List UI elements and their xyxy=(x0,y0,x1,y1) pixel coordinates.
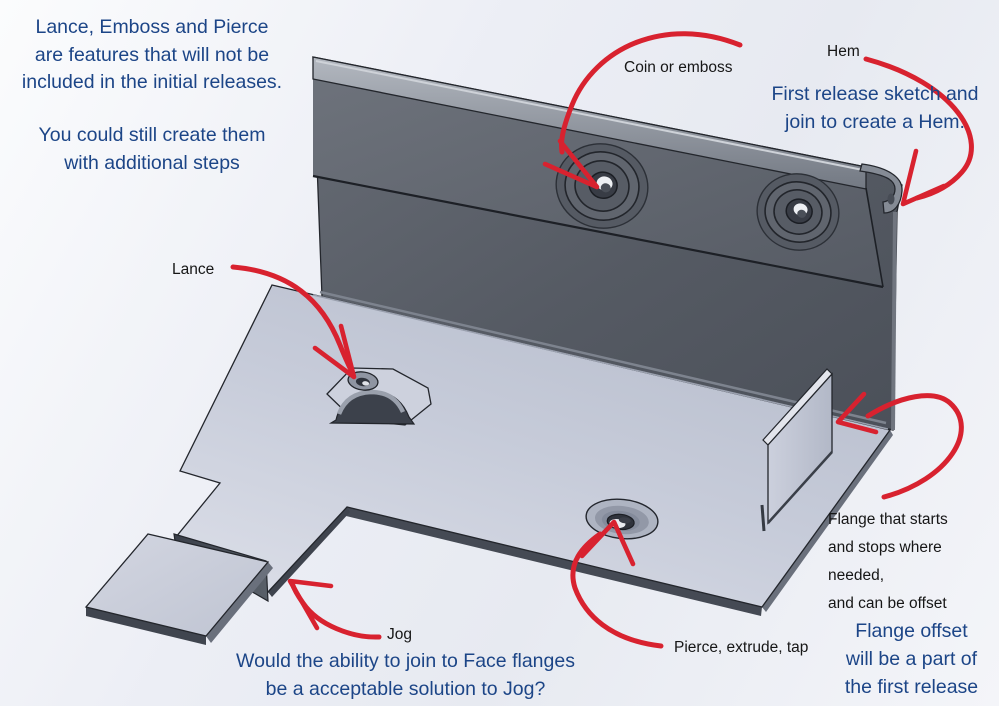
hem-arrow xyxy=(863,56,974,207)
base-right-thickness xyxy=(762,430,893,612)
flange-detail-line: needed, xyxy=(828,567,885,584)
intro-note-paragraph-2: You could still create them with additio… xyxy=(2,122,302,177)
flange-foot-slit xyxy=(760,504,766,532)
hem-label: Hem xyxy=(827,43,860,60)
pierce-arrow xyxy=(570,519,664,649)
jog-feature xyxy=(84,533,273,645)
base-front-thickness xyxy=(346,507,762,616)
annotation-arrows xyxy=(230,31,974,649)
pierce-label: Pierce, extrude, tap xyxy=(674,639,809,656)
wall-right-edge xyxy=(891,212,897,430)
intro-line: Lance, Emboss and Pierce xyxy=(35,16,269,38)
coin-arrow xyxy=(542,31,743,190)
lance-arrow xyxy=(230,264,357,380)
base-wall-junction xyxy=(312,294,889,430)
jog-question-line: be a acceptable solution to Jog? xyxy=(265,677,546,700)
jog-question-line: Would the ability to join to Face flange… xyxy=(236,650,575,672)
hem-release-line: First release sketch and xyxy=(771,83,979,105)
jog-arrow xyxy=(287,578,382,640)
base-notch-thickness xyxy=(268,507,350,597)
jog-question-note: Would the ability to join to Face flange… xyxy=(138,648,673,703)
pierce-hole xyxy=(585,498,659,540)
back-wall xyxy=(312,56,903,431)
intro-note-paragraph-1: Lance, Emboss and Pierce are features th… xyxy=(2,14,302,97)
wall-base-bend-highlight xyxy=(319,290,887,425)
flange-detail-line: and stops where xyxy=(828,539,942,556)
jog-tab-thickness-right xyxy=(206,562,273,643)
jog-tab-thickness-left xyxy=(86,607,206,645)
flange-arrow xyxy=(835,391,964,500)
flange-release-note: Flange offset will be a part of the firs… xyxy=(824,617,999,701)
flange-release-line: the first release xyxy=(844,676,979,698)
intro-line: You could still create them xyxy=(38,124,266,146)
lance-feature xyxy=(326,367,432,426)
flange-detail-note: Flange that starts and stops where neede… xyxy=(828,506,998,618)
flange-release-line: Flange offset xyxy=(855,620,968,642)
coin-emboss-label: Coin or emboss xyxy=(624,59,733,76)
intro-line: included in the initial releases. xyxy=(21,71,283,93)
flange-base-line xyxy=(767,451,833,524)
partial-flange xyxy=(762,368,833,525)
lance-bridge-highlight xyxy=(336,389,406,415)
coin-emboss-boss-2 xyxy=(756,173,840,251)
hem-flap-right-edge xyxy=(865,187,884,288)
flange-detail-line: Flange that starts xyxy=(828,511,948,528)
hem-curl-gap xyxy=(887,193,895,205)
flange-release-line: will be a part of xyxy=(845,648,978,670)
hem-release-note: First release sketch and join to create … xyxy=(750,81,999,136)
intro-line: are features that will not be xyxy=(34,43,270,66)
jog-label: Jog xyxy=(387,626,412,643)
lance-label: Lance xyxy=(172,261,215,278)
hem-flap-bottom-edge xyxy=(312,174,884,289)
hem-release-line: join to create a Hem. xyxy=(785,110,965,133)
intro-line: with additional steps xyxy=(64,151,240,174)
hem-top-highlight xyxy=(315,60,864,171)
flange-detail-line: and can be offset xyxy=(828,595,947,612)
jog-lower-tab xyxy=(84,533,270,637)
